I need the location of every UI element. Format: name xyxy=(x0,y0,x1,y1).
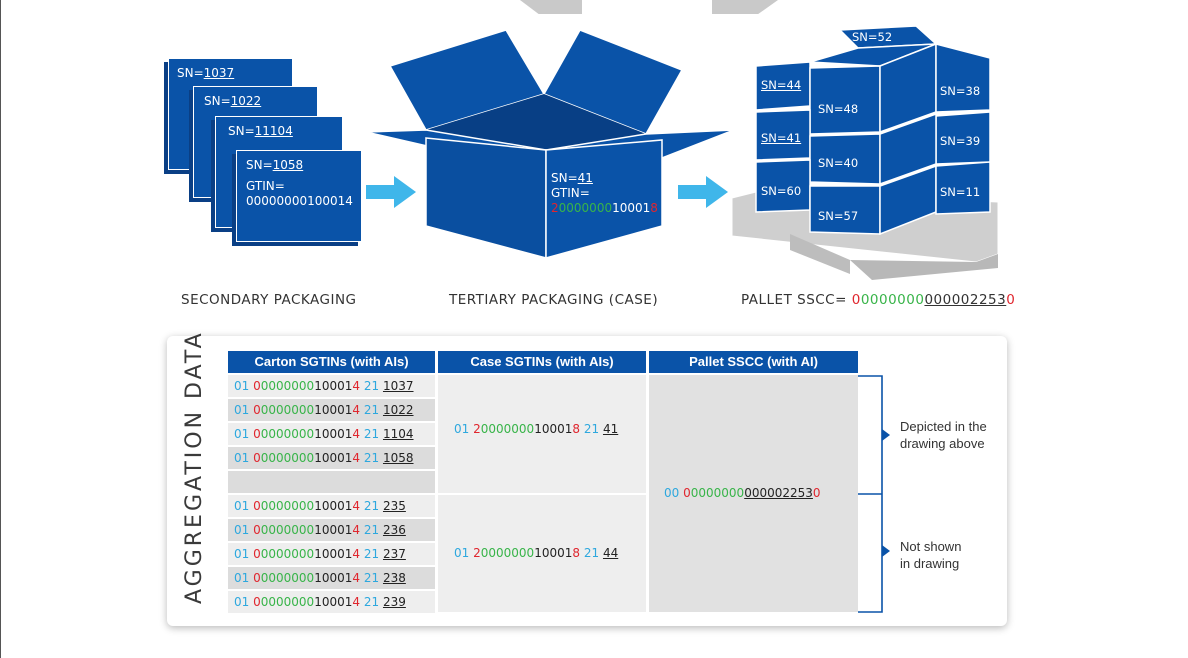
pallet-box-label: SN=40 xyxy=(818,156,859,170)
secondary-packaging-label: SECONDARY PACKAGING xyxy=(181,292,357,308)
case-sn-label: SN= xyxy=(551,171,578,185)
pallet-box-label: SN=44 xyxy=(761,78,802,92)
carton-gtin-value: 00000000100014 xyxy=(246,194,353,208)
carton-sn-value: 1037 xyxy=(203,66,235,80)
tertiary-packaging-label: TERTIARY PACKAGING (CASE) xyxy=(449,292,659,308)
pallet-box-label: SN=38 xyxy=(940,84,981,98)
carton-sn-label: SN= xyxy=(177,66,204,80)
pallet-box-label: SN=57 xyxy=(818,209,859,223)
pallet-box-label: SN=11 xyxy=(940,185,981,199)
carton-4: SN=1058 GTIN= 00000000100014 xyxy=(236,150,362,242)
case-label: SN=41 GTIN= 20000000100018 xyxy=(551,171,658,216)
table-row: 01 00000000100014 21 1058 xyxy=(228,447,435,469)
case-cell-b xyxy=(438,495,646,612)
table-row: 01 00000000100014 21 1037 xyxy=(228,375,435,397)
table-row: 01 00000000100014 21 237 xyxy=(228,543,435,565)
header-case-sgtins: Case SGTINs (with AIs) xyxy=(438,351,646,373)
carton-sn-label: SN= xyxy=(228,124,255,138)
case-cell-a xyxy=(438,375,646,493)
pallet-box-label: SN=52 xyxy=(852,30,893,44)
table-row: 01 00000000100014 21 235 xyxy=(228,495,435,517)
header-pallet-sscc: Pallet SSCC (with AI) xyxy=(649,351,858,373)
carton-sn-label: SN= xyxy=(204,94,231,108)
left-border-line xyxy=(0,0,1,658)
pallet-illustration xyxy=(731,25,999,280)
table-row: 01 00000000100014 21 236 xyxy=(228,519,435,541)
table-row: 01 00000000100014 21 238 xyxy=(228,567,435,589)
arrow-right-icon xyxy=(366,176,416,208)
case-sn-value: 41 xyxy=(577,171,593,185)
pallet-box-label: SN=39 xyxy=(940,134,981,148)
pallet-sscc-value: 00 000000000000022530 xyxy=(664,486,821,500)
aggregation-data-title: AGGREGATION DATA xyxy=(182,330,207,604)
top-tab-right xyxy=(712,0,778,14)
top-tab-left xyxy=(520,0,582,14)
carton-sn-value: 11104 xyxy=(254,124,293,138)
open-case-box-illustration xyxy=(366,30,735,259)
pallet-cell xyxy=(649,375,858,612)
case-gtin-label: GTIN= xyxy=(551,186,590,200)
table-row: 01 00000000100014 21 239 xyxy=(228,591,435,613)
case-gtin-value: 20000000100018 xyxy=(551,201,658,215)
bracket-lines xyxy=(858,375,890,613)
note-not-shown: Not shown in drawing xyxy=(900,539,962,571)
table-row-spacer xyxy=(228,471,435,493)
pallet-box-label: SN=60 xyxy=(761,184,802,198)
case-sgtin-b: 01 20000000100018 21 44 xyxy=(454,546,619,560)
carton-sn-value: 1022 xyxy=(230,94,262,108)
pallet-box-label: SN=41 xyxy=(761,131,802,145)
pallet-box-label: SN=48 xyxy=(818,102,859,116)
carton-sn-value: 1058 xyxy=(272,158,304,172)
table-row: 01 00000000100014 21 1104 xyxy=(228,423,435,445)
header-carton-sgtins: Carton SGTINs (with AIs) xyxy=(228,351,435,373)
carton-sn-label: SN= xyxy=(246,158,273,172)
arrow-right-icon xyxy=(678,176,728,208)
case-sgtin-a: 01 20000000100018 21 41 xyxy=(454,422,619,436)
table-row: 01 00000000100014 21 1022 xyxy=(228,399,435,421)
note-depicted: Depicted in the drawing above xyxy=(900,419,987,451)
pallet-sscc-label: PALLET SSCC= 000000000000022530 xyxy=(741,292,1016,308)
carton-gtin-label: GTIN= xyxy=(246,179,285,193)
